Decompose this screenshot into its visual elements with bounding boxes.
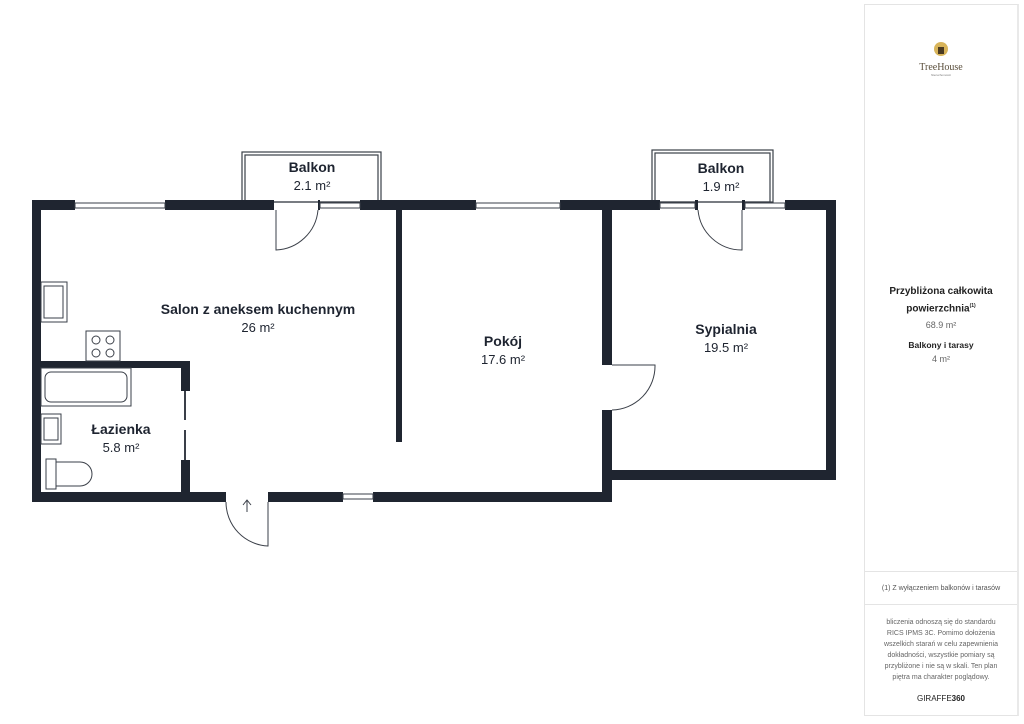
footnote: (1) Z wyłączeniem balkonów i tarasów [865,571,1017,605]
sink-icon [40,281,68,323]
footnote-marker: (1) [969,303,976,309]
total-area-value: 68.9 m² [925,320,957,331]
room-area: 19.5 m² [703,340,749,355]
windows [74,202,786,500]
brand-part: GIRAFFE [916,694,952,703]
room-area: 2.1 m² [293,178,331,193]
door-bedroom [611,364,656,411]
toilet-icon [45,458,57,490]
room-label-salon: Salon z aneksem kuchennym 26 m² [161,301,356,335]
room-name: Sypialnia [695,321,757,337]
room-label-balkon-1: Balkon 2.1 m² [289,159,336,193]
logo: TreeHouse Nieruchomości [865,5,1017,108]
balcony-area-value: 4 m² [932,354,950,365]
room-name: Balkon [288,159,336,175]
door-balcony-2 [697,209,743,251]
room-name: Salon z aneksem kuchennym [160,301,356,317]
bathtub-icon [40,367,132,407]
room-label-lazienka: Łazienka 5.8 m² [91,421,150,455]
room-name: Łazienka [91,421,151,437]
room-area: 17.6 m² [480,352,526,367]
balconies [241,149,774,203]
disclaimer: bliczenia odnoszą się do standardu RICS … [865,604,1017,704]
area-summary: Przybliżona całkowita powierzchnia(1) 68… [865,285,1017,374]
room-name: Pokój [483,333,523,349]
logo-text: TreeHouse [919,62,963,73]
room-area: 1.9 m² [702,179,740,194]
fixtures [40,281,132,490]
room-area: 26 m² [241,320,275,335]
tree-logo-icon [934,42,948,56]
balcony-area-label: Balkony i tarasy [908,340,974,351]
room-label-pokoj: Pokój 17.6 m² [481,333,525,367]
cooktop-icon [85,330,121,362]
washbasin-icon [40,413,62,445]
floor-plan [32,149,836,547]
info-panel: TreeHouse Nieruchomości Przybliżona całk… [864,4,1019,716]
room-name: Balkon [697,160,745,176]
room-label-balkon-2: Balkon 1.9 m² [698,160,745,194]
doors [184,209,743,547]
door-entrance [225,501,269,547]
total-area-label: Przybliżona całkowita powierzchnia [889,286,993,315]
entrance-arrow-icon [242,499,252,512]
room-area: 5.8 m² [102,440,140,455]
giraffe360-brand: GIRAFFE360 [877,693,1005,704]
door-balcony-1 [275,209,319,251]
walls [32,200,836,502]
logo-subtext: Nieruchomości [931,73,951,77]
disclaimer-text: bliczenia odnoszą się do standardu RICS … [884,619,998,681]
brand-part: 360 [951,694,966,703]
room-label-sypialnia: Sypialnia 19.5 m² [695,321,756,355]
